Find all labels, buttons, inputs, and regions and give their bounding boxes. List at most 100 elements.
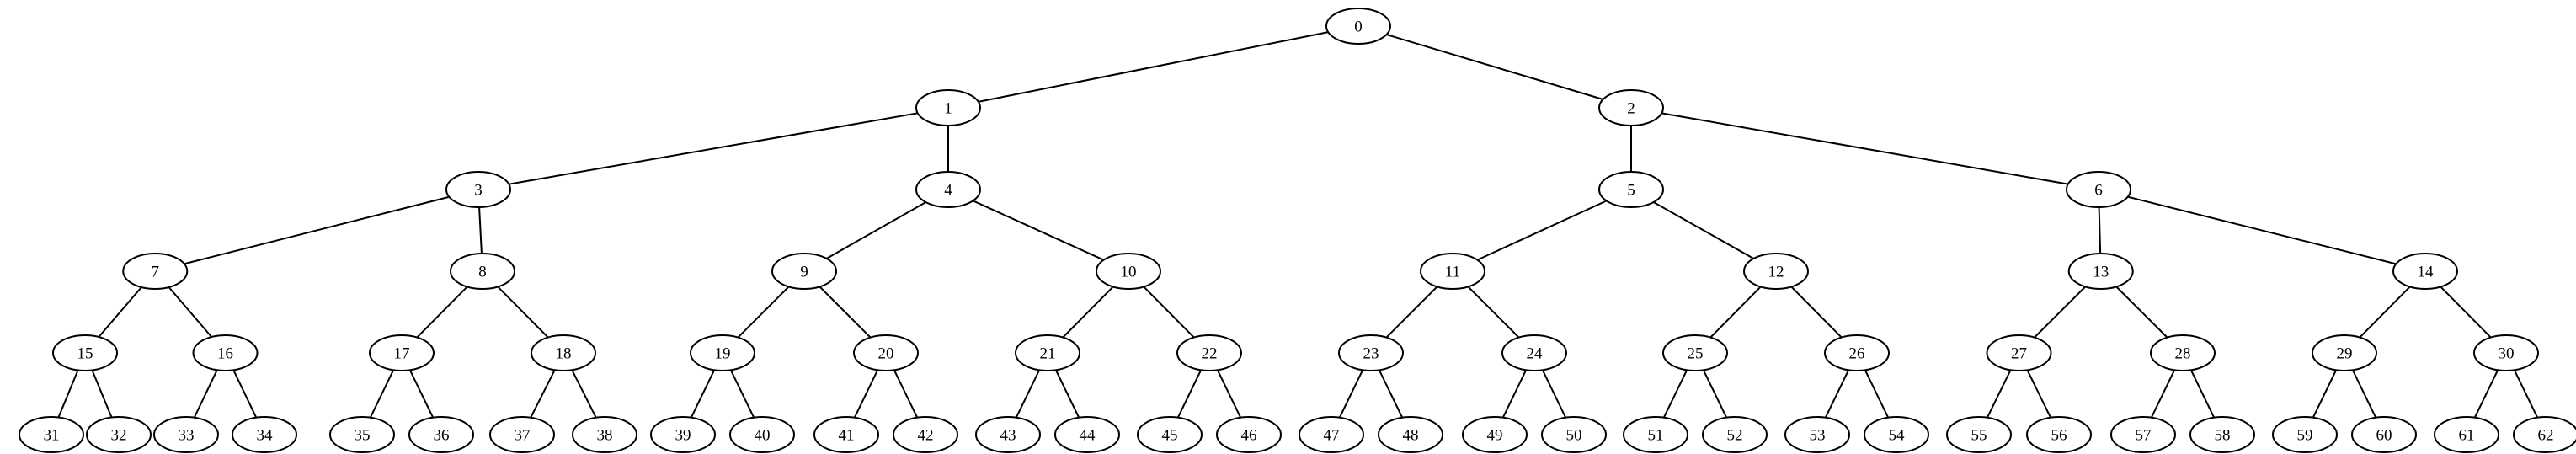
tree-node-58: 58 [2189,416,2255,453]
node-ellipse [232,416,297,453]
node-ellipse [915,171,981,208]
tree-node-41: 41 [813,416,879,453]
tree-node-53: 53 [1784,416,1850,453]
node-label: 20 [878,345,894,363]
node-label: 53 [1810,427,1826,445]
edge-15-32 [91,370,113,418]
node-label: 47 [1324,427,1340,445]
node-label: 0 [1354,19,1363,36]
tree-node-7: 7 [122,253,189,290]
tree-node-12: 12 [1743,253,1809,290]
edge-26-53 [1824,369,1850,419]
tree-node-9: 9 [771,253,837,290]
node-label: 9 [800,264,808,281]
node-ellipse [1299,416,1364,453]
tree-node-28: 28 [2150,334,2216,371]
node-label: 36 [434,427,450,445]
tree-node-30: 30 [2473,334,2539,371]
edge-3-7 [184,195,450,265]
edge-4-9 [826,201,926,259]
tree-node-52: 52 [1702,416,1768,453]
edge-29-59 [2312,369,2338,419]
node-label: 62 [2538,427,2554,445]
tree-node-40: 40 [729,416,795,453]
node-ellipse [408,416,474,453]
node-label: 56 [2051,427,2067,445]
node-ellipse [1662,334,1728,371]
tree-node-45: 45 [1137,416,1203,453]
node-label: 33 [179,427,195,445]
tree-node-14: 14 [2392,253,2458,290]
edge-11-24 [1467,286,1520,339]
node-label: 24 [1527,345,1544,363]
node-ellipse [1378,416,1443,453]
tree-node-23: 23 [1338,334,1404,371]
node-ellipse [122,253,189,290]
node-ellipse [2351,416,2417,453]
node-label: 2 [1627,100,1635,118]
node-label: 32 [111,427,127,445]
node-label: 52 [1727,427,1743,445]
edge-16-33 [193,369,218,419]
node-ellipse [893,416,958,453]
node-label: 22 [1202,345,1218,363]
tree-node-32: 32 [86,416,152,453]
tree-node-17: 17 [369,334,435,371]
node-label: 43 [1000,427,1016,445]
node-label: 15 [77,345,93,363]
node-label: 44 [1080,427,1096,445]
edge-19-40 [729,369,755,419]
edge-12-26 [1790,286,1843,339]
node-label: 13 [2093,264,2109,281]
node-ellipse [86,416,152,453]
edge-29-60 [2351,369,2377,419]
node-ellipse [2067,253,2134,290]
tree-node-34: 34 [232,416,297,453]
edge-9-20 [819,286,872,339]
node-ellipse [2513,416,2576,453]
node-ellipse [650,416,716,453]
node-label: 18 [556,345,572,363]
node-ellipse [690,334,755,371]
tree-node-18: 18 [531,334,596,371]
node-ellipse [192,334,259,371]
edge-30-62 [2513,369,2539,419]
tree-node-22: 22 [1176,334,1242,371]
tree-node-4: 4 [915,171,981,208]
tree-node-61: 61 [2434,416,2499,453]
edge-15-31 [57,370,79,418]
node-label: 19 [715,345,731,363]
node-ellipse [489,416,555,453]
node-ellipse [1743,253,1809,290]
node-label: 21 [1040,345,1056,363]
tree-node-1: 1 [915,89,981,126]
edge-11-23 [1385,286,1438,339]
edge-14-29 [2359,286,2411,339]
node-label: 41 [839,427,855,445]
node-label: 42 [918,427,934,445]
tree-node-15: 15 [52,334,118,371]
node-label: 35 [355,427,371,445]
edge-19-39 [690,369,716,419]
tree-node-38: 38 [572,416,637,453]
tree-node-24: 24 [1501,334,1567,371]
node-ellipse [1986,334,2052,371]
node-label: 55 [1971,427,1987,445]
edge-27-56 [2026,369,2051,419]
edge-22-45 [1176,369,1203,419]
node-ellipse [1946,416,2012,453]
node-ellipse [1338,334,1404,371]
edge-0-1 [978,31,1329,103]
edge-6-13 [2098,206,2102,254]
node-ellipse [729,416,795,453]
tree-node-62: 62 [2513,416,2576,453]
node-label: 61 [2459,427,2475,445]
node-label: 6 [2094,182,2103,200]
node-ellipse [975,416,1041,453]
tree-node-13: 13 [2067,253,2134,290]
node-ellipse [369,334,435,371]
node-ellipse [445,171,511,208]
tree-node-56: 56 [2026,416,2092,453]
